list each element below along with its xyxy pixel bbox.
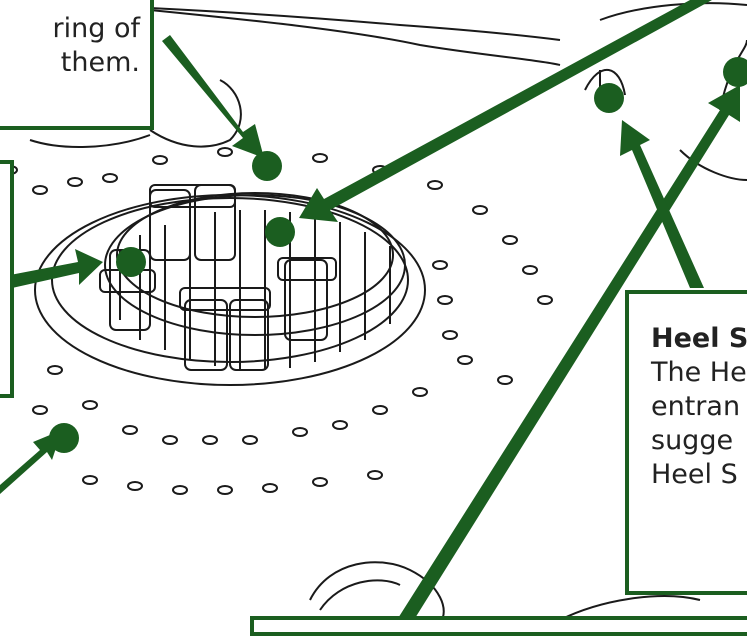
arrow-to-heel-dot-left: [620, 120, 704, 288]
arrow-to-heel-dot-right: [395, 85, 740, 623]
stonehenge-diagram: [0, 0, 747, 623]
callout-heel-stone-line: sugge: [651, 425, 734, 456]
stonehenge-monument: [34, 184, 426, 386]
marker-dots: [49, 57, 747, 453]
green-dot-icon: [252, 151, 282, 181]
callout-heel-stone-line: The He: [651, 357, 747, 388]
callout-heel-stone: Heel S The He entran sugge Heel S: [625, 290, 747, 595]
aubrey-holes: [2, 147, 553, 495]
green-dot-icon: [116, 247, 146, 277]
green-dot-icon: [594, 83, 624, 113]
arrow-to-ditch-dot: [162, 35, 264, 158]
callout-top-left: ring of them.: [0, 0, 154, 130]
callout-top-left-line1: ring of: [52, 13, 140, 44]
callout-heel-stone-line: Heel S: [651, 459, 738, 490]
callout-heel-stone-title: Heel S: [651, 323, 747, 354]
green-dot-icon: [265, 217, 295, 247]
green-arrows: [0, 0, 740, 623]
green-dot-icon: [723, 57, 747, 87]
arrow-to-outer-dot: [0, 430, 62, 494]
callout-bottom: [250, 616, 747, 636]
callout-left-edge: [0, 160, 14, 398]
arrow-to-inner-dot: [299, 0, 712, 222]
green-dot-icon: [49, 423, 79, 453]
arrow-to-trilithon-dot: [10, 249, 103, 288]
callout-heel-stone-line: entran: [651, 391, 741, 422]
callout-top-left-line2: them.: [60, 47, 140, 78]
